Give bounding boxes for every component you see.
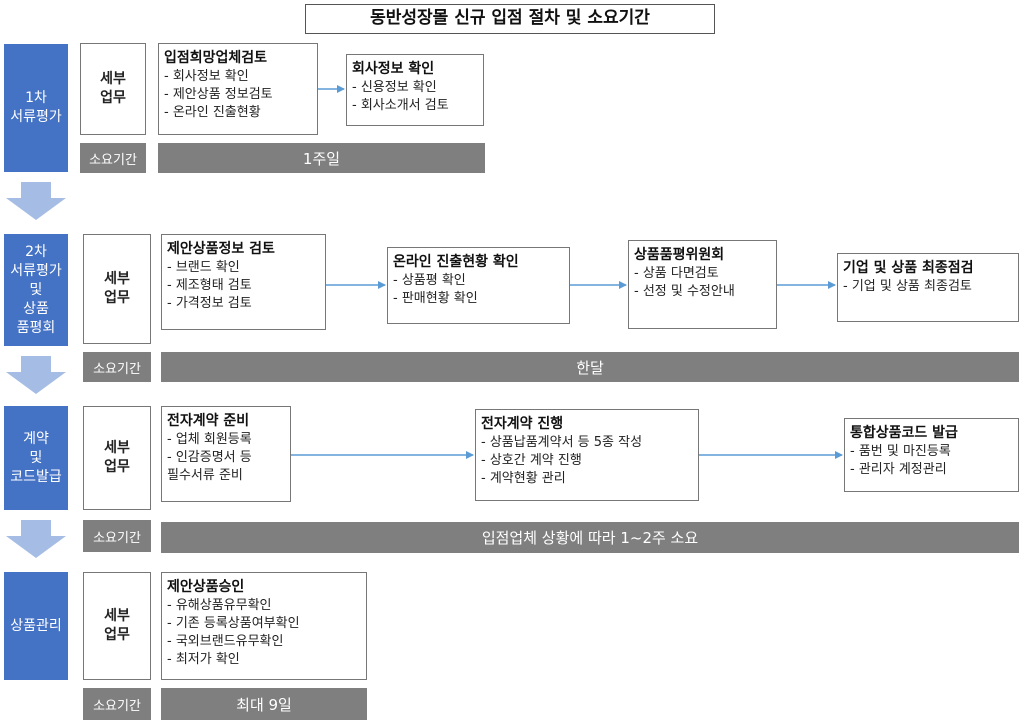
task-item: - 가격정보 검토	[167, 296, 252, 311]
task-box: 제안상품정보 검토 - 브랜드 확인 - 제조형태 검토 - 가격정보 검토	[161, 234, 326, 330]
down-arrow-1	[6, 182, 66, 220]
task-item: - 계약현황 관리	[481, 471, 566, 486]
phase-label-2: 2차 서류평가 및 상품 품평회	[4, 234, 68, 346]
task-box: 회사정보 확인 - 신용정보 확인 - 회사소개서 검토	[346, 54, 484, 126]
task-box: 온라인 진출현황 확인 - 상품평 확인 - 판매현황 확인	[387, 247, 570, 324]
phase-label-4: 상품관리	[4, 572, 68, 680]
detail-label-2: 세부 업무	[83, 234, 151, 344]
task-title: 입점희망업체검토	[164, 50, 268, 66]
phase-label-1: 1차 서류평가	[4, 44, 68, 172]
task-item: - 브랜드 확인	[167, 260, 240, 275]
task-box: 통합상품코드 발급 - 품번 및 마진등록 - 관리자 계정관리	[844, 418, 1019, 492]
task-item: - 인감증명서 등 필수서류 준비	[167, 450, 252, 483]
detail-label-3: 세부 업무	[83, 406, 151, 510]
duration-label-4: 소요기간	[83, 688, 151, 720]
task-box: 전자계약 준비 - 업체 회원등록 - 인감증명서 등 필수서류 준비	[161, 406, 291, 502]
task-title: 상품품평위원회	[634, 247, 725, 263]
task-item: - 회사소개서 검토	[352, 98, 449, 113]
task-item: - 업체 회원등록	[167, 432, 252, 447]
duration-bar-3: 입점업체 상황에 따라 1~2주 소요	[161, 522, 1019, 553]
task-item: - 판매현황 확인	[393, 291, 478, 306]
duration-label-1: 소요기간	[80, 143, 146, 173]
task-item: - 유해상품유무확인	[167, 598, 272, 613]
task-box: 제안상품승인 - 유해상품유무확인 - 기존 등록상품여부확인 - 국외브랜드유…	[161, 572, 367, 680]
task-title: 회사정보 확인	[352, 61, 435, 77]
duration-bar-1: 1주일	[158, 143, 485, 173]
task-title: 통합상품코드 발급	[850, 425, 958, 441]
task-box: 전자계약 진행 - 상품납품계약서 등 5종 작성 - 상호간 계약 진행 - …	[475, 409, 699, 501]
duration-label-2: 소요기간	[83, 352, 151, 382]
task-item: - 제안상품 정보검토	[164, 87, 273, 102]
task-title: 제안상품승인	[167, 579, 245, 595]
task-item: - 관리자 계정관리	[850, 462, 947, 477]
task-title: 전자계약 진행	[481, 416, 564, 432]
phase-label-3: 계약 및 코드발급	[4, 406, 68, 510]
down-arrow-2	[6, 356, 66, 394]
task-item: - 기업 및 상품 최종검토	[843, 279, 972, 294]
task-item: - 기존 등록상품여부확인	[167, 616, 300, 631]
diagram-title: 동반성장몰 신규 입점 절차 및 소요기간	[305, 4, 715, 34]
task-box: 입점희망업체검토 - 회사정보 확인 - 제안상품 정보검토 - 온라인 진출현…	[158, 43, 318, 135]
task-item: - 제조형태 검토	[167, 278, 252, 293]
down-arrow-3	[6, 520, 66, 558]
task-box: 기업 및 상품 최종점검 - 기업 및 상품 최종검토	[837, 253, 1019, 322]
task-item: - 온라인 진출현황	[164, 105, 261, 120]
task-box: 상품품평위원회 - 상품 다면검토 - 선정 및 수정안내	[628, 240, 777, 329]
task-item: - 신용정보 확인	[352, 80, 437, 95]
task-item: - 국외브랜드유무확인	[167, 634, 284, 649]
task-title: 기업 및 상품 최종점검	[843, 260, 974, 276]
detail-label-1: 세부 업무	[80, 43, 146, 135]
task-item: - 선정 및 수정안내	[634, 284, 735, 299]
task-item: - 최저가 확인	[167, 652, 240, 667]
task-title: 온라인 진출현황 확인	[393, 254, 519, 270]
task-item: - 상품 다면검토	[634, 266, 719, 281]
task-item: - 상품납품계약서 등 5종 작성	[481, 435, 643, 450]
task-title: 전자계약 준비	[167, 413, 250, 429]
duration-label-3: 소요기간	[83, 520, 151, 552]
task-item: - 회사정보 확인	[164, 69, 249, 84]
task-title: 제안상품정보 검토	[167, 241, 275, 257]
task-item: - 상품평 확인	[393, 273, 466, 288]
duration-bar-2: 한달	[161, 352, 1019, 382]
detail-label-4: 세부 업무	[83, 572, 151, 680]
duration-bar-4: 최대 9일	[161, 688, 367, 720]
task-item: - 상호간 계약 진행	[481, 453, 582, 468]
task-item: - 품번 및 마진등록	[850, 444, 951, 459]
